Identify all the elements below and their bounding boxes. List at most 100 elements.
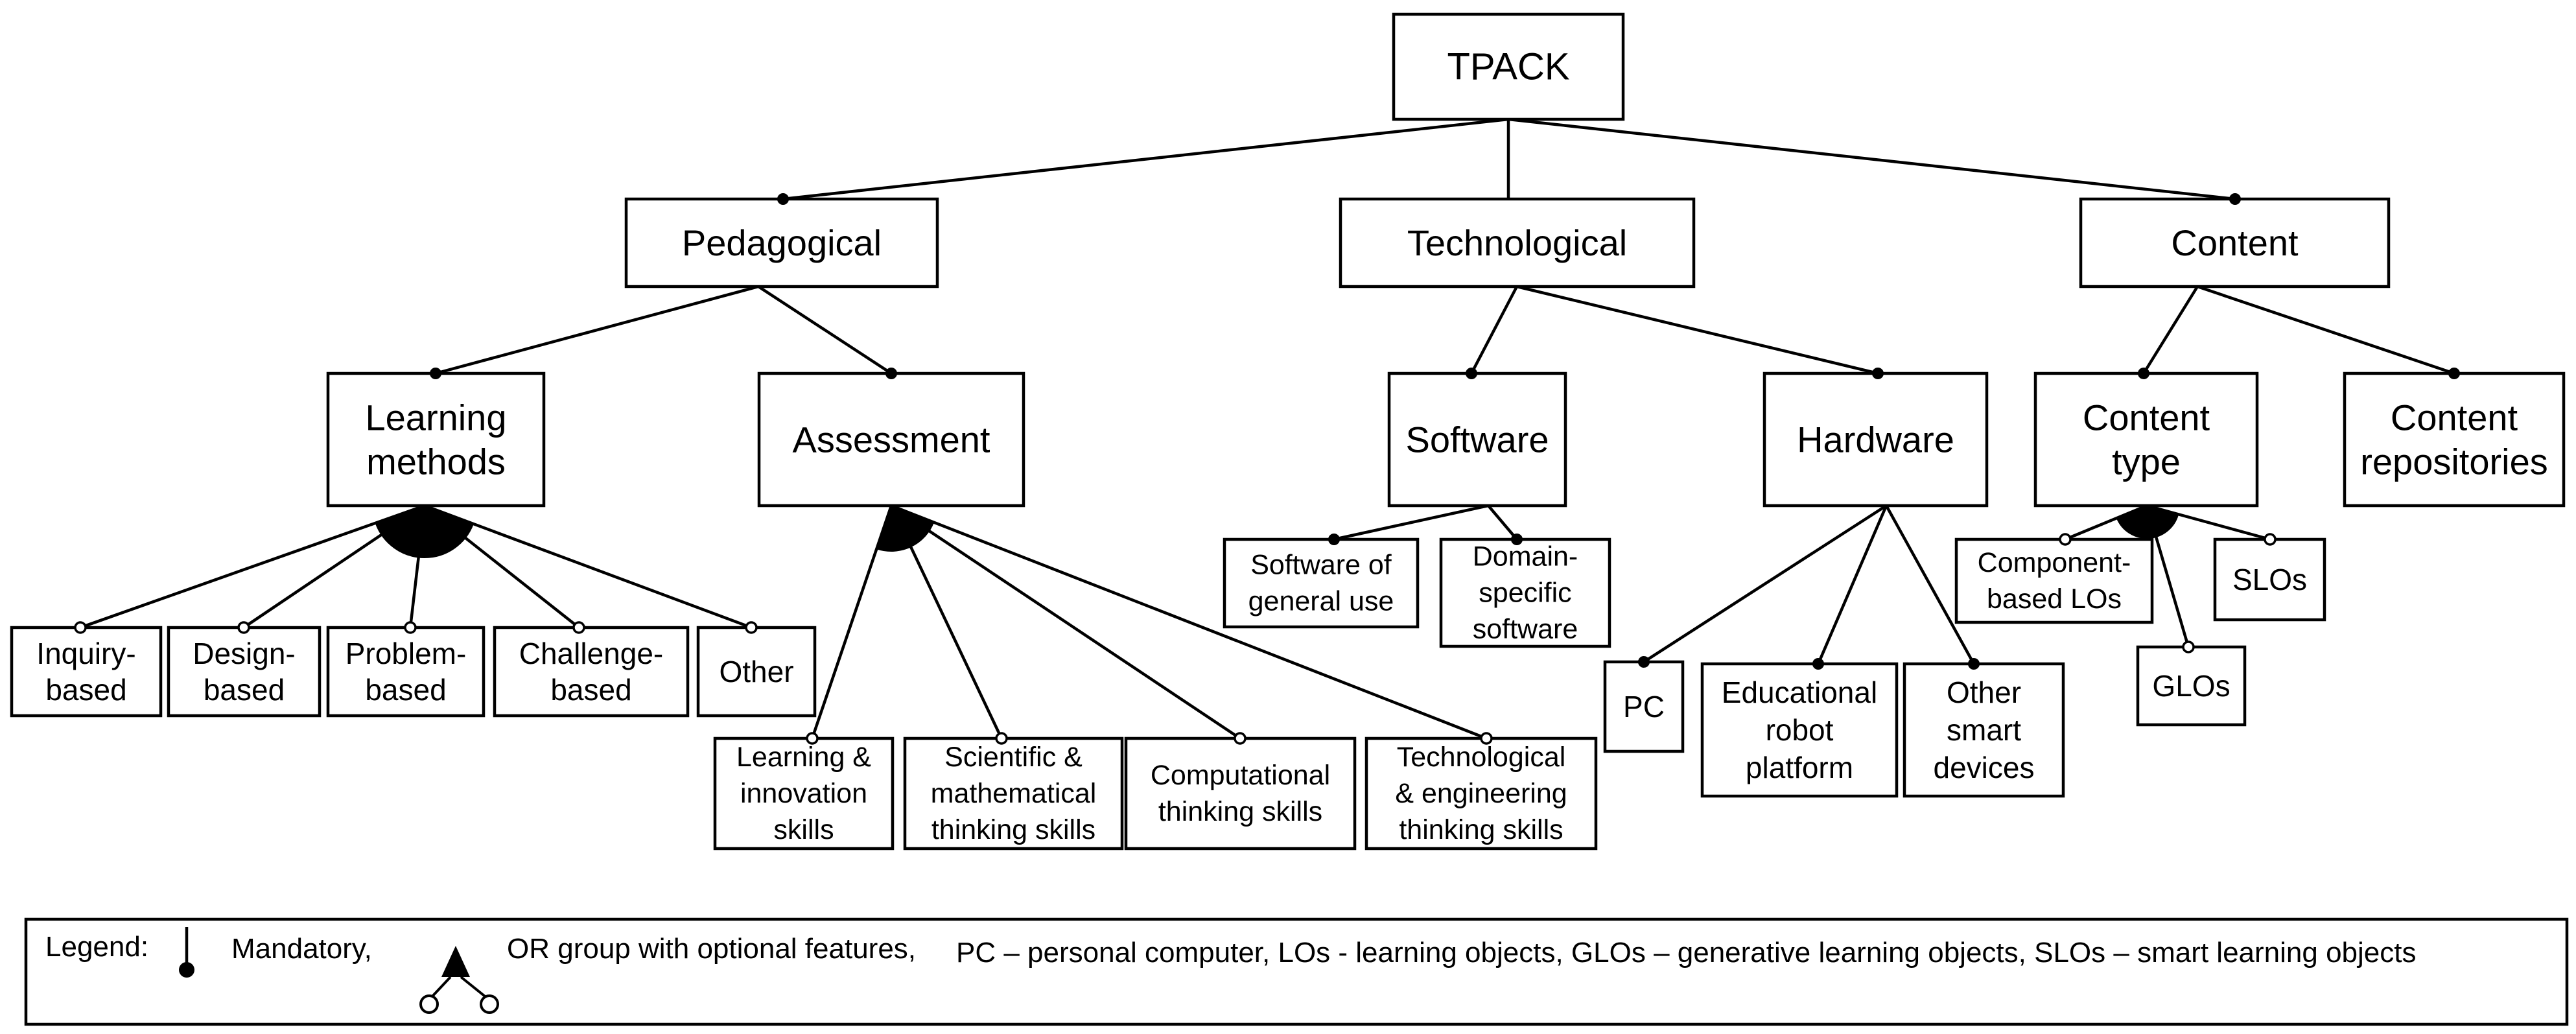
optional-dot-icon xyxy=(2059,533,2072,546)
edge-line xyxy=(1508,117,2236,201)
node-box xyxy=(1392,12,1625,121)
or-group-symbol-icon xyxy=(419,946,499,1014)
node-label: Domain- xyxy=(1473,541,1578,572)
node-box xyxy=(1364,736,1598,851)
node-box xyxy=(624,197,939,288)
node-label: Problem- xyxy=(345,637,467,670)
legend-or-group: OR group with optional features, xyxy=(507,933,916,965)
edge-line xyxy=(891,504,1487,740)
connector-dots xyxy=(74,193,2460,745)
mandatory-dot-icon xyxy=(2229,193,2241,205)
node-label: thinking skills xyxy=(931,814,1095,845)
node-label: Content xyxy=(2083,397,2210,438)
node-label: based xyxy=(204,673,285,707)
node-label: Other xyxy=(719,655,793,688)
node-other-method: Other xyxy=(696,626,817,718)
node-label: based xyxy=(45,673,126,707)
mandatory-dot-icon xyxy=(885,368,897,379)
node-label: Challenge- xyxy=(519,637,663,670)
node-label: Learning & xyxy=(736,742,871,773)
node-label: skills xyxy=(773,814,834,845)
node-label: Learning xyxy=(366,397,507,438)
node-technological: Technological xyxy=(1339,197,1696,288)
node-label: & engineering xyxy=(1395,778,1567,809)
legend-label: Legend: xyxy=(45,931,148,963)
node-label: Other xyxy=(1947,676,2021,709)
node-label: based LOs xyxy=(1987,583,2122,615)
node-computational: Computational thinking skills xyxy=(1124,736,1357,851)
mandatory-dot-icon xyxy=(1872,368,1884,379)
node-hardware: Hardware xyxy=(1762,371,1989,508)
node-other-smart: Other smart devices xyxy=(1903,662,2065,798)
mandatory-dot-icon xyxy=(1968,658,1980,670)
node-label: type xyxy=(2112,441,2181,482)
node-box xyxy=(2213,537,2326,622)
optional-dot-icon xyxy=(995,732,1008,745)
mandatory-dot-icon xyxy=(1638,656,1650,668)
node-label: thinking skills xyxy=(1158,796,1322,827)
node-label: devices xyxy=(1934,751,2035,784)
node-label: Hardware xyxy=(1797,419,1954,460)
node-label: based xyxy=(365,673,446,707)
node-label: repositories xyxy=(2360,441,2547,482)
optional-dot-icon xyxy=(2182,640,2195,653)
optional-dot-icon xyxy=(572,621,585,634)
edge-line xyxy=(2142,285,2199,375)
node-label: Technological xyxy=(1407,222,1627,263)
node-software: Software xyxy=(1387,371,1567,508)
node-content: Content xyxy=(2079,197,2391,288)
legend-box xyxy=(24,917,2569,1026)
mandatory-dot-icon xyxy=(2138,368,2149,379)
edge-line xyxy=(890,504,1241,740)
node-label: Computational xyxy=(1151,760,1330,791)
legend: Legend: Mandatory, OR group with optiona… xyxy=(24,917,2569,1026)
node-pedagogical: Pedagogical xyxy=(624,197,939,288)
node-box xyxy=(1700,662,1899,798)
node-label: Content xyxy=(2171,222,2299,263)
edge-line xyxy=(435,285,759,375)
node-challenge-based: Challenge-based xyxy=(493,626,690,718)
legend-abbreviations: PC – personal computer, LOs - learning o… xyxy=(956,937,2417,969)
edge-line xyxy=(424,504,752,629)
node-box xyxy=(2033,371,2259,508)
node-problem-based: Problem-based xyxy=(326,626,486,718)
node-label: Technological xyxy=(1397,742,1566,773)
mandatory-dot-icon xyxy=(430,368,441,379)
node-label: smart xyxy=(1947,713,2021,747)
edge-line xyxy=(2197,285,2455,375)
node-label: based xyxy=(550,673,631,707)
optional-dot-icon xyxy=(74,621,87,634)
optional-dot-icon xyxy=(806,732,819,745)
node-label: Inquiry- xyxy=(36,637,135,670)
mandatory-dot-icon xyxy=(2448,368,2460,379)
node-inquiry-based: Inquiry-based xyxy=(10,626,163,718)
edge-line xyxy=(1333,504,1489,541)
node-box xyxy=(1439,537,1611,648)
node-assessment: Assessment xyxy=(757,371,1025,508)
node-label: Pedagogical xyxy=(682,222,882,263)
node-box xyxy=(1124,736,1357,851)
legend-mandatory: Mandatory, xyxy=(231,933,372,965)
node-label: mathematical xyxy=(931,778,1097,809)
edge-line xyxy=(757,285,893,375)
mandatory-dot-icon xyxy=(777,193,789,205)
node-box xyxy=(713,736,895,851)
edge-line xyxy=(1470,285,1518,375)
node-pc: PC xyxy=(1603,660,1685,753)
optional-dot-icon xyxy=(404,621,417,634)
optional-dot-icon xyxy=(237,621,250,634)
node-box xyxy=(757,371,1025,508)
node-box xyxy=(1339,197,1696,288)
node-box xyxy=(1954,537,2154,624)
node-label: specific xyxy=(1479,578,1571,609)
node-box xyxy=(2079,197,2391,288)
